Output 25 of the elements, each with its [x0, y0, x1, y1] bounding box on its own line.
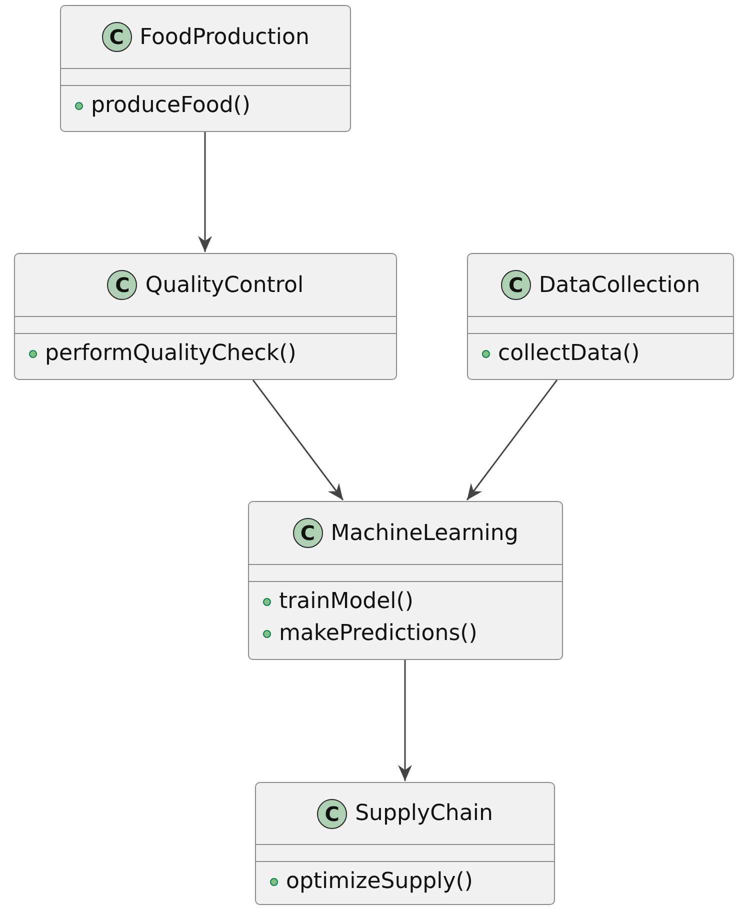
- class-spot-icon: C: [102, 22, 132, 52]
- class-box: [255, 782, 555, 905]
- method-name: collectData(): [498, 340, 640, 368]
- class-name: DataCollection: [538, 272, 700, 298]
- class-name: SupplyChain: [355, 801, 493, 826]
- arrow: [252, 380, 344, 500]
- class-box: [467, 253, 734, 380]
- class-spot-icon: C: [292, 518, 323, 548]
- class-spot-icon: C: [500, 270, 531, 300]
- class-box: [14, 253, 397, 380]
- method-name: makePredictions(): [279, 620, 478, 648]
- method-name: optimizeSupply(): [286, 868, 473, 896]
- class-box: [60, 5, 351, 132]
- class-spot-icon: C: [107, 270, 138, 300]
- class-name: QualityControl: [145, 272, 304, 298]
- method-name: trainModel(): [279, 588, 414, 616]
- arrow: [198, 132, 212, 252]
- method-name: performQualityCheck(): [45, 340, 296, 368]
- arrow: [398, 660, 412, 781]
- arrow: [466, 380, 558, 500]
- class-name: FoodProduction: [140, 24, 310, 50]
- class-name: MachineLearning: [330, 520, 518, 546]
- class-spot-icon: C: [317, 798, 348, 829]
- method-name: produceFood(): [91, 92, 250, 120]
- class-box: [248, 501, 563, 660]
